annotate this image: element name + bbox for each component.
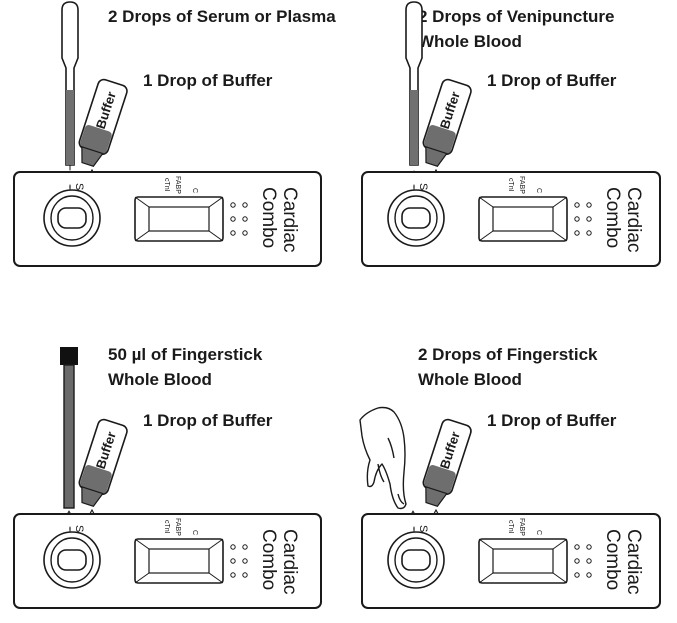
window-label-ctni: cTnI <box>163 178 170 192</box>
sample-port-label: S <box>417 183 429 190</box>
pipette-icon <box>61 1 79 170</box>
sample-port-label: S <box>73 525 85 532</box>
window-label-c: C <box>535 188 542 193</box>
test-cassette: S cTnI FABP C Cardiac Combo <box>13 513 322 609</box>
panel-illustration: Buffer S cTnI FABP C Cardia <box>359 406 661 609</box>
panel-heading: 50 µl of Fingerstick Whole Blood <box>108 342 262 392</box>
window-label-ctni: cTnI <box>507 520 514 534</box>
window-label-c: C <box>535 530 542 535</box>
indicator-dots <box>574 544 592 578</box>
test-cassette: S cTnI FABP C Cardiac Combo <box>361 513 661 609</box>
brand-line-2: Combo <box>258 187 279 248</box>
heading-line-2: Whole Blood <box>108 370 212 389</box>
panel-fingerstick-drops: 2 Drops of Fingerstick Whole Blood 1 Dro… <box>344 342 677 623</box>
capillary-tube-icon <box>60 347 78 509</box>
heading-line-1: 2 Drops of Fingerstick <box>418 345 598 364</box>
heading-line-1: 2 Drops of Venipuncture <box>418 7 615 26</box>
buffer-instruction: 1 Drop of Buffer <box>487 411 617 430</box>
window-label-c: C <box>191 188 198 193</box>
window-label-fabp: FABP <box>518 518 525 536</box>
panel-heading: 2 Drops of Serum or Plasma <box>108 4 336 29</box>
buffer-instruction: 1 Drop of Buffer <box>487 71 617 90</box>
window-label-ctni: cTnI <box>163 520 170 534</box>
panel-heading: 2 Drops of Fingerstick Whole Blood <box>418 342 597 392</box>
buffer-instruction: 1 Drop of Buffer <box>143 71 273 90</box>
panel-serum-plasma: 2 Drops of Serum or Plasma 1 Drop of Buf… <box>0 0 338 312</box>
window-label-fabp: FABP <box>518 176 525 194</box>
heading-line-2: Whole Blood <box>418 370 522 389</box>
brand-line-2: Combo <box>258 529 279 590</box>
brand-line-2: Combo <box>602 529 623 590</box>
finger-icon <box>359 406 407 510</box>
indicator-dots <box>230 544 248 578</box>
buffer-bottle-icon: Buffer <box>78 78 128 167</box>
panel-illustration: Buffer S cTnI FABP C <box>13 1 322 267</box>
buffer-bottle-icon: Buffer <box>78 418 128 507</box>
heading-line-1: 2 Drops of Serum or Plasma <box>108 7 336 26</box>
brand-line-1: Cardiac <box>279 187 300 252</box>
buffer-instruction: 1 Drop of Buffer <box>143 411 273 430</box>
window-label-c: C <box>191 530 198 535</box>
sample-port-label: S <box>73 183 85 190</box>
sample-port-label: S <box>417 525 429 532</box>
panel-fingerstick-capillary: 50 µl of Fingerstick Whole Blood 1 Drop … <box>0 342 338 623</box>
heading-line-2: Whole Blood <box>418 32 522 51</box>
test-cassette: S cTnI FABP C Cardiac Combo <box>13 171 322 267</box>
panel-heading: 2 Drops of Venipuncture Whole Blood <box>418 4 614 54</box>
indicator-dots <box>574 202 592 236</box>
indicator-dots <box>230 202 248 236</box>
buffer-bottle-icon: Buffer <box>422 78 472 167</box>
pipette-icon <box>405 1 423 166</box>
window-label-fabp: FABP <box>174 518 181 536</box>
panel-illustration: Buffer S cTnI FABP C Cardia <box>13 347 322 609</box>
heading-line-1: 50 µl of Fingerstick <box>108 345 263 364</box>
window-label-fabp: FABP <box>174 176 181 194</box>
brand-line-1: Cardiac <box>623 529 644 594</box>
buffer-bottle-icon: Buffer <box>422 418 472 507</box>
test-cassette: S cTnI FABP C Cardiac Combo <box>361 171 661 267</box>
brand-line-1: Cardiac <box>623 187 644 252</box>
brand-line-1: Cardiac <box>279 529 300 594</box>
brand-line-2: Combo <box>602 187 623 248</box>
window-label-ctni: cTnI <box>507 178 514 192</box>
panel-illustration: Buffer S cTnI FABP C Cardia <box>361 1 661 267</box>
panel-venipuncture: 2 Drops of Venipuncture Whole Blood 1 Dr… <box>344 0 677 312</box>
